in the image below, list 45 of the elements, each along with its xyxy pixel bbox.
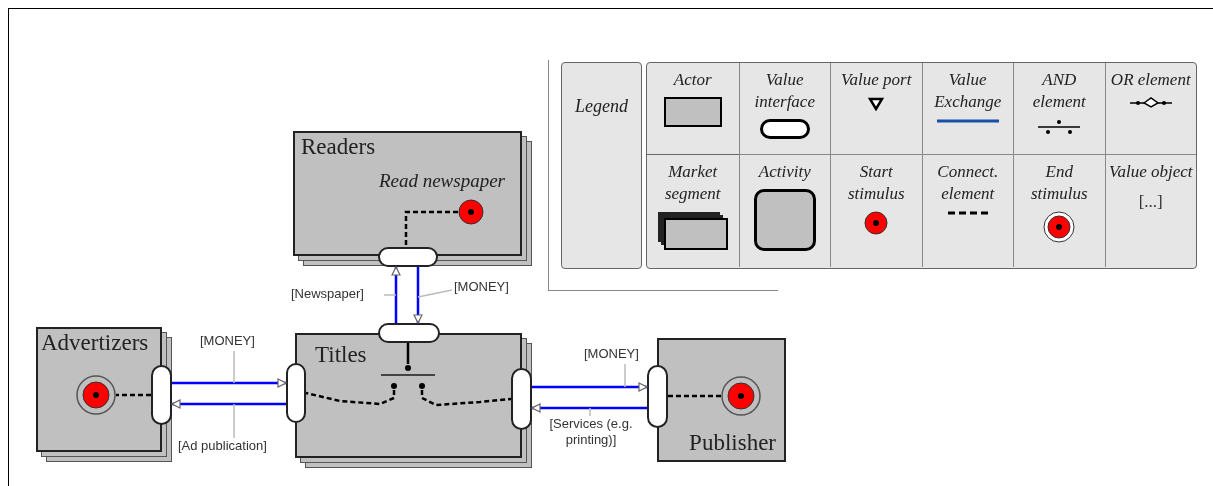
legend-label: AND element <box>1031 69 1087 113</box>
legend-label: Actor <box>673 69 712 91</box>
market-segment-box <box>295 333 532 468</box>
actor-name: Readers <box>301 135 376 158</box>
legend-label: Value object <box>1108 161 1193 183</box>
and-element <box>381 364 435 390</box>
connection-line <box>116 393 151 397</box>
edge-label: [MONEY] <box>453 279 510 295</box>
edge-label: [MONEY] <box>199 333 256 349</box>
value-exchange-arrow <box>171 399 286 409</box>
value-exchange-arrow <box>413 267 423 324</box>
connection-line <box>420 390 512 407</box>
edge-label: [MONEY] <box>583 346 640 362</box>
value-exchange-arrow <box>532 382 648 392</box>
actor-box <box>657 338 786 462</box>
connection-line <box>668 394 721 398</box>
legend-label: Activity <box>758 161 811 183</box>
legend-label: Market segment <box>663 161 722 205</box>
legend-label: Value port <box>841 69 912 91</box>
value-interface <box>378 323 440 343</box>
connection-line <box>305 390 396 406</box>
legend-label: End stimulus <box>1029 161 1089 205</box>
actor-name: Titles <box>315 343 367 366</box>
value-exchange-arrow <box>391 266 401 323</box>
actor-name: Publisher <box>689 431 776 454</box>
legend-label: Connect. element <box>936 161 1000 205</box>
value-exchange-arrow <box>172 378 287 388</box>
legend-label: Value Exchange <box>933 69 1003 113</box>
edge-label: [Ad publication] <box>177 438 268 454</box>
market-segment-box <box>293 131 532 266</box>
end-stimulus <box>721 376 761 416</box>
legend-title: Legend <box>575 95 628 118</box>
value-exchange-arrow <box>531 403 647 413</box>
value-object-sample: [...] <box>1138 191 1163 213</box>
end-stimulus <box>76 375 116 415</box>
legend-label: OR element <box>1110 69 1191 91</box>
value-interface <box>647 365 668 428</box>
activity-label: Read newspaper <box>378 168 505 193</box>
value-interface <box>286 363 306 423</box>
actor-name: Advertizers <box>41 331 149 354</box>
market-segment-box <box>36 327 172 462</box>
legend-label: Start stimulus <box>846 161 906 205</box>
legend-label: Value interface <box>753 69 816 113</box>
edge-label: [Newspaper] <box>290 286 365 302</box>
connection-line <box>404 210 458 247</box>
